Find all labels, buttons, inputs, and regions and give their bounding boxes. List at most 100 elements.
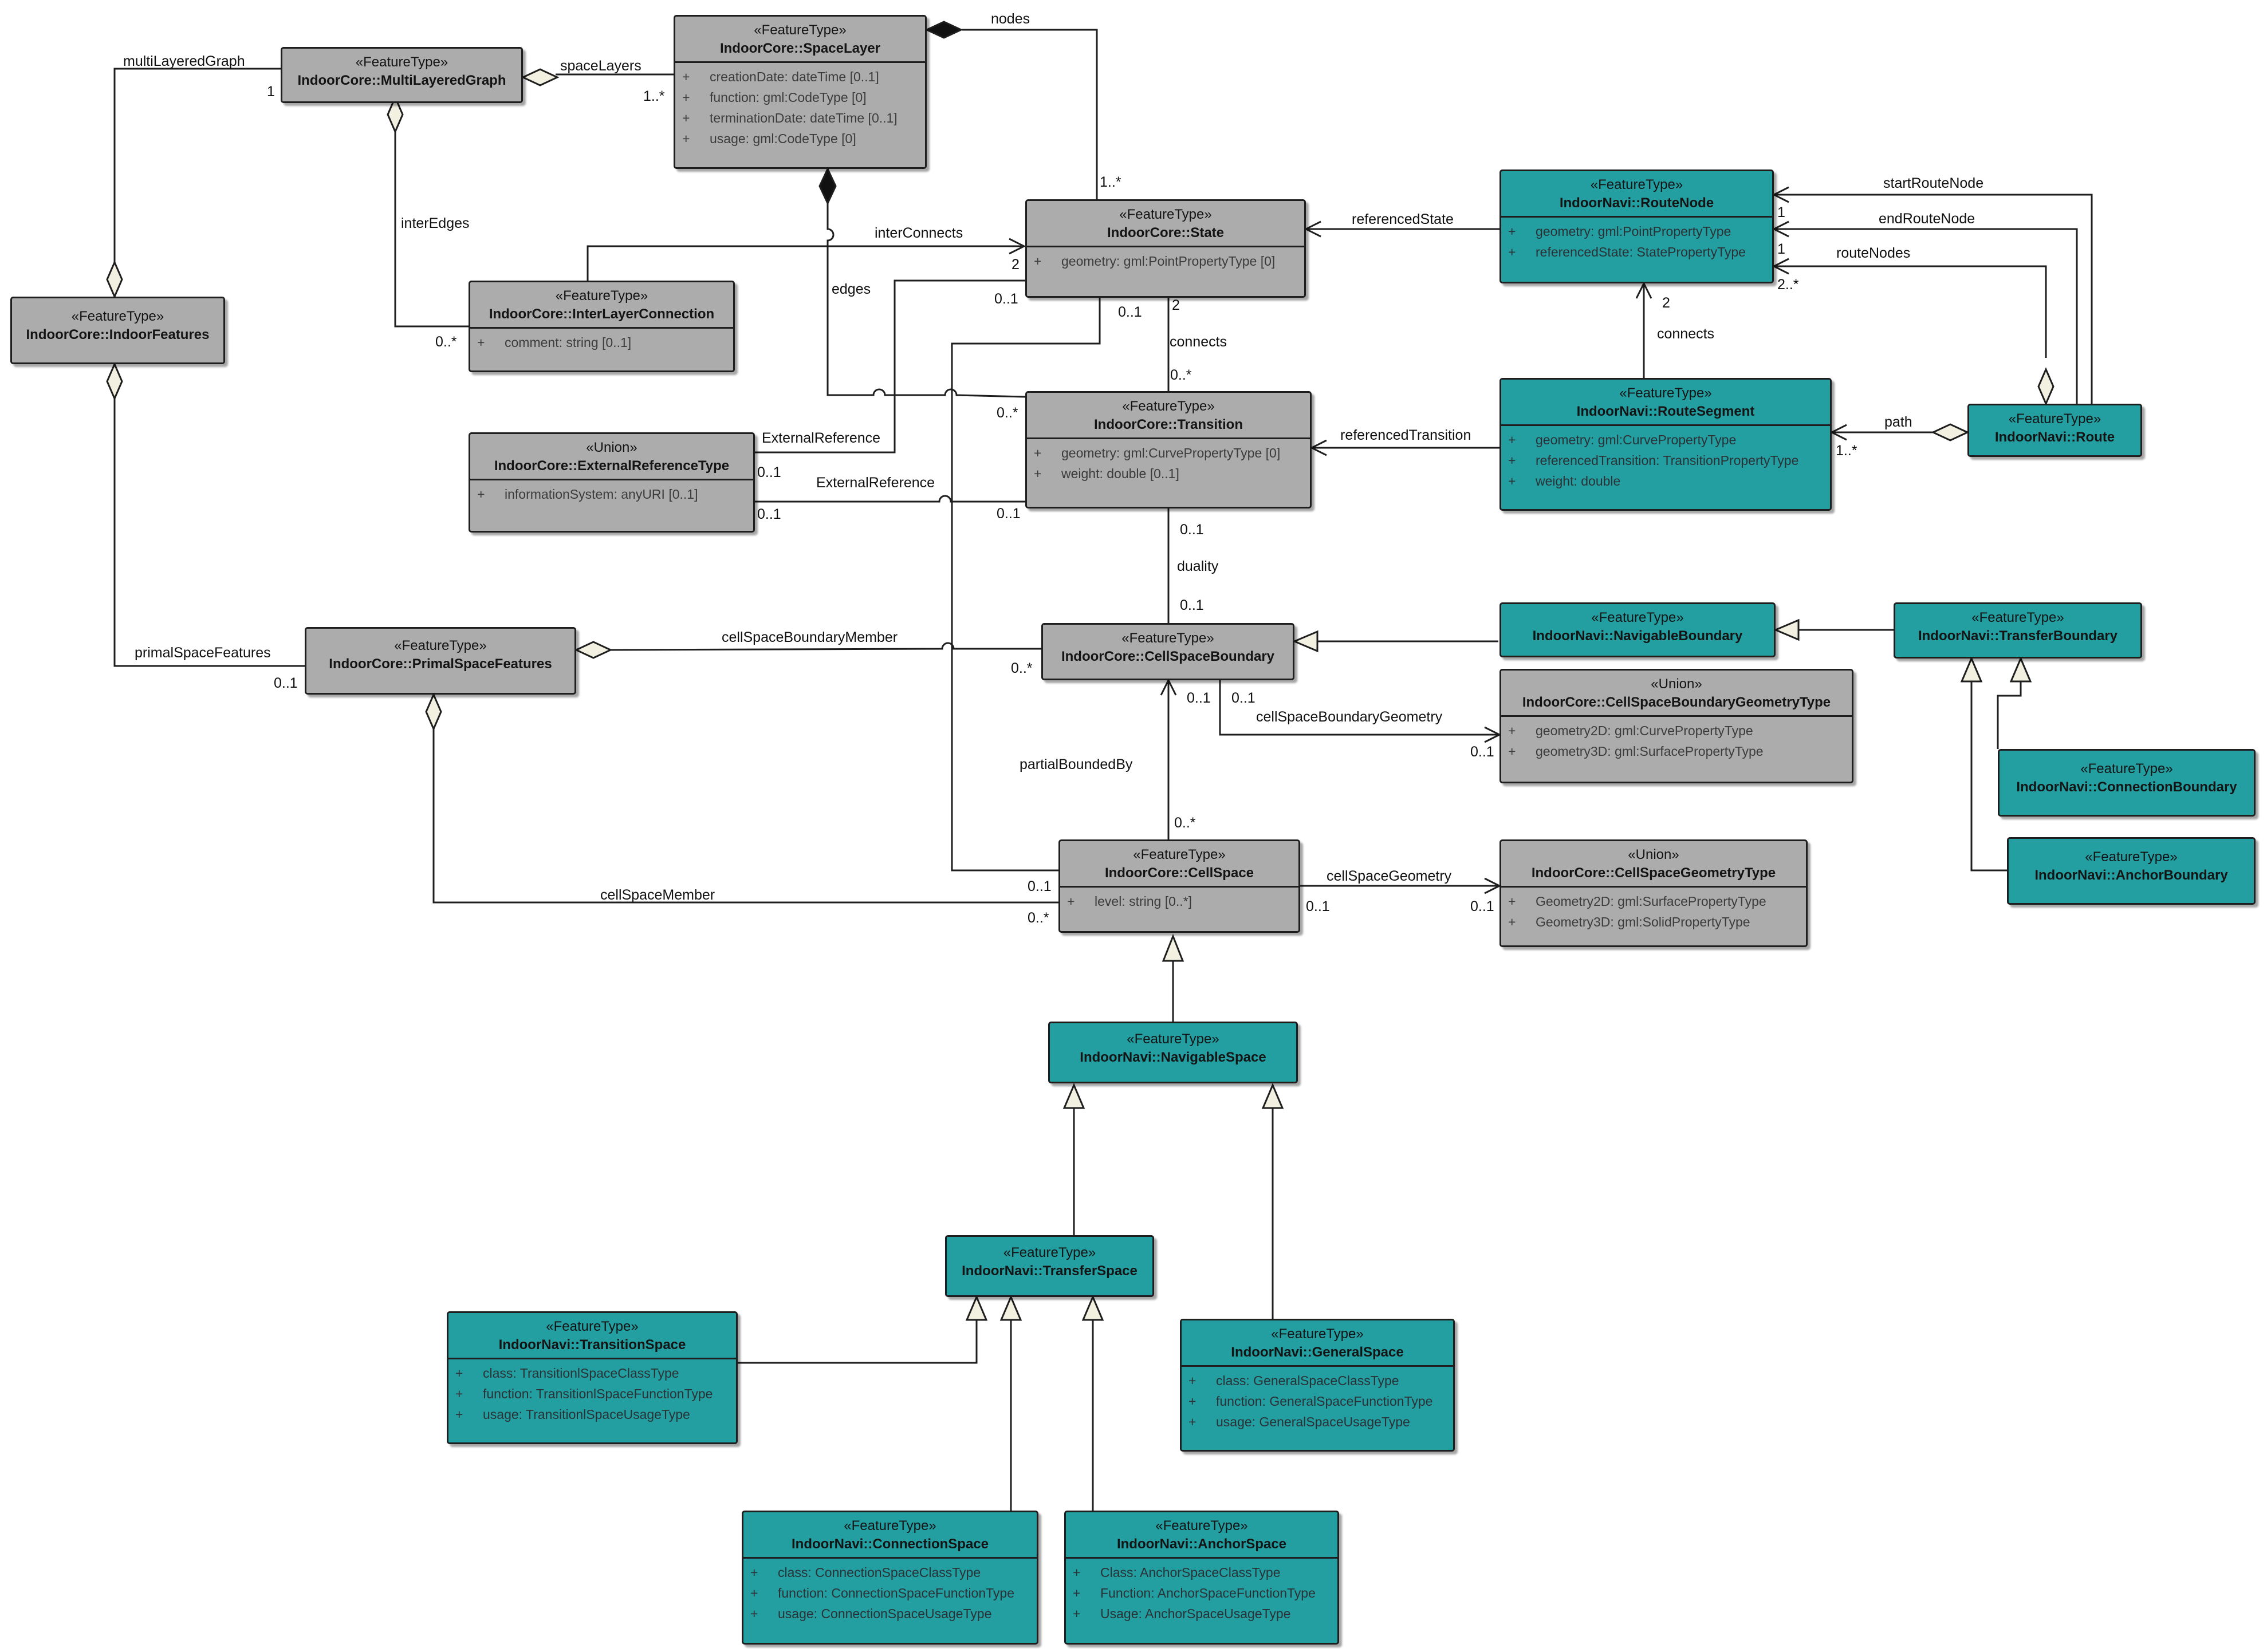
class-cellspaceboundarygeometrytype[interactable]: «Union»IndoorCore::CellSpaceBoundaryGeom…	[1499, 669, 1853, 783]
assoc-label-connects: connects	[1170, 334, 1227, 350]
class-name: IndoorNavi::RouteSegment	[1576, 404, 1755, 419]
assoc-label-referencedstate: referencedState	[1352, 211, 1454, 227]
assoc-label-path: path	[1884, 414, 1912, 430]
class-interlayerconnection[interactable]: «FeatureType»IndoorCore::InterLayerConne…	[469, 281, 735, 372]
assoc-cellspacemember	[432, 729, 1058, 904]
multiplicity: 1	[1777, 241, 1785, 257]
stereotype: «FeatureType»	[1271, 1326, 1364, 1342]
class-connectionboundary[interactable]: «FeatureType»IndoorNavi::ConnectionBound…	[1998, 749, 2256, 817]
multiplicity: 2	[1662, 295, 1670, 311]
class-name: IndoorNavi::NavigableSpace	[1080, 1050, 1266, 1065]
class-transferboundary[interactable]: «FeatureType»IndoorNavi::TransferBoundar…	[1894, 602, 2142, 659]
class-transition[interactable]: «FeatureType»IndoorCore::Transition +geo…	[1025, 391, 1312, 508]
class-spacelayer[interactable]: «FeatureType»IndoorCore::SpaceLayer +cre…	[674, 15, 927, 169]
class-name: IndoorNavi::Route	[1994, 429, 2115, 445]
multiplicity: 0..1	[1028, 878, 1052, 894]
class-externalreferencetype[interactable]: «Union»IndoorCore::ExternalReferenceType…	[469, 432, 755, 533]
generalization-arrow	[999, 1295, 1022, 1321]
class-name: IndoorNavi::GeneralSpace	[1231, 1345, 1404, 1360]
attribute: +Usage: AnchorSpaceUsageType	[1073, 1606, 1291, 1621]
class-cellspacegeometrytype[interactable]: «Union»IndoorCore::CellSpaceGeometryType…	[1499, 839, 1808, 947]
multiplicity: 0..1	[1470, 898, 1494, 914]
attribute: +usage: gml:CodeType [0]	[682, 131, 856, 146]
attribute: +geometry: gml:PointPropertyType [0]	[1034, 254, 1276, 269]
attribute: +referencedState: StatePropertyType	[1508, 245, 1746, 259]
class-routesegment[interactable]: «FeatureType»IndoorNavi::RouteSegment +g…	[1499, 378, 1832, 511]
attribute: +weight: double [0..1]	[1034, 466, 1179, 481]
class-anchorspace[interactable]: «FeatureType»IndoorNavi::AnchorSpace +Cl…	[1064, 1511, 1339, 1645]
attribute: +geometry: gml:CurvePropertyType [0]	[1034, 445, 1281, 460]
stereotype: «FeatureType»	[71, 309, 164, 324]
class-connectionspace[interactable]: «FeatureType»IndoorNavi::ConnectionSpace…	[742, 1511, 1038, 1645]
class-multilayeredgraph[interactable]: «FeatureType»IndoorCore::MultiLayeredGra…	[281, 47, 523, 103]
attribute: +function: GeneralSpaceFunctionType	[1188, 1394, 1433, 1409]
class-name: IndoorCore::Transition	[1094, 417, 1243, 432]
attribute: +comment: string [0..1]	[477, 335, 632, 350]
assoc-label-startroutenode: startRouteNode	[1883, 175, 1984, 191]
assoc-label-interedges: interEdges	[401, 215, 470, 231]
generalization-arrow	[1960, 656, 1983, 683]
stereotype: «FeatureType»	[2080, 761, 2173, 776]
attribute: +Class: AnchorSpaceClassType	[1073, 1565, 1281, 1580]
stereotype: «FeatureType»	[2008, 411, 2101, 427]
assoc-interedges	[394, 129, 469, 328]
attribute: +usage: GeneralSpaceUsageType	[1188, 1414, 1410, 1429]
class-routenode[interactable]: «FeatureType»IndoorNavi::RouteNode +geom…	[1499, 169, 1774, 283]
assoc-cellspaceboundarygeometry	[1219, 676, 1499, 735]
generalization-arrow	[1062, 1083, 1085, 1109]
class-anchorboundary[interactable]: «FeatureType»IndoorNavi::AnchorBoundary	[2007, 837, 2256, 905]
assoc-label-endroutenode: endRouteNode	[1879, 211, 1975, 227]
stereotype: «FeatureType»	[1119, 207, 1212, 222]
stereotype: «Union»	[586, 440, 637, 455]
multiplicity: 0..1	[1231, 690, 1255, 706]
attribute: +Geometry2D: gml:SurfacePropertyType	[1508, 894, 1766, 909]
class-transferspace[interactable]: «FeatureType»IndoorNavi::TransferSpace	[945, 1235, 1154, 1297]
attribute: +terminationDate: dateTime [0..1]	[682, 111, 898, 125]
generalization-arrow	[965, 1295, 988, 1321]
multiplicity: 1..*	[1100, 174, 1121, 190]
aggregation-diamond	[106, 362, 123, 401]
stereotype: «FeatureType»	[394, 638, 487, 653]
class-state[interactable]: «FeatureType»IndoorCore::State +geometry…	[1025, 199, 1306, 298]
attribute: +class: GeneralSpaceClassType	[1188, 1373, 1399, 1388]
class-name: IndoorCore::MultiLayeredGraph	[297, 73, 506, 88]
stereotype: «FeatureType»	[1591, 610, 1684, 625]
assoc-multilayeredgraph	[113, 68, 281, 262]
class-transitionspace[interactable]: «FeatureType»IndoorNavi::TransitionSpace…	[447, 1311, 738, 1444]
class-name: IndoorNavi::NavigableBoundary	[1532, 628, 1743, 644]
class-generalspace[interactable]: «FeatureType»IndoorNavi::GeneralSpace +c…	[1180, 1319, 1455, 1452]
generalization-arrow	[1261, 1083, 1284, 1109]
class-indoorfeatures[interactable]: «FeatureType»IndoorCore::IndoorFeatures	[10, 297, 225, 364]
class-navigableboundary[interactable]: «FeatureType»IndoorNavi::NavigableBounda…	[1499, 602, 1776, 657]
stereotype: «FeatureType»	[1619, 385, 1712, 401]
multiplicity: 0..1	[274, 675, 298, 691]
assoc-label-spacelayers: spaceLayers	[560, 58, 641, 74]
class-name: IndoorNavi::AnchorSpace	[1116, 1536, 1287, 1552]
assoc-edges	[826, 203, 1026, 398]
class-route[interactable]: «FeatureType»IndoorNavi::Route	[1967, 404, 2142, 457]
aggregation-diamond	[521, 68, 560, 86]
stereotype: «FeatureType»	[1003, 1245, 1096, 1260]
multiplicity: 0..1	[1306, 898, 1330, 914]
class-name: IndoorCore::ExternalReferenceType	[494, 458, 730, 474]
assoc-label-cellspaceboundarygeometry: cellSpaceBoundaryGeometry	[1256, 709, 1443, 725]
class-name: IndoorCore::CellSpaceBoundary	[1061, 649, 1275, 664]
assoc-label-externalreference: ExternalReference	[762, 430, 881, 446]
attribute: +class: ConnectionSpaceClassType	[750, 1565, 981, 1580]
assoc-label-interconnects: interConnects	[875, 225, 963, 241]
attribute: +geometry3D: gml:SurfacePropertyType	[1508, 744, 1764, 759]
multiplicity: 0..1	[1187, 690, 1211, 706]
stereotype: «FeatureType»	[1971, 610, 2064, 625]
multiplicity: 0..*	[435, 334, 457, 350]
assoc-label-cellspacegeometry: cellSpaceGeometry	[1327, 868, 1452, 884]
class-name: IndoorCore::CellSpaceBoundaryGeometryTyp…	[1522, 695, 1831, 710]
stereotype: «Union»	[1651, 676, 1702, 692]
class-cellspaceboundary[interactable]: «FeatureType»IndoorCore::CellSpaceBounda…	[1041, 623, 1294, 680]
attribute: +geometry2D: gml:CurvePropertyType	[1508, 723, 1753, 738]
class-navigablespace[interactable]: «FeatureType»IndoorNavi::NavigableSpace	[1048, 1022, 1298, 1083]
stereotype: «FeatureType»	[1121, 630, 1214, 646]
class-primalspacefeatures[interactable]: «FeatureType»IndoorCore::PrimalSpaceFeat…	[305, 627, 576, 695]
class-cellspace[interactable]: «FeatureType»IndoorCore::CellSpace +leve…	[1058, 839, 1300, 933]
multiplicity: 0..1	[1470, 744, 1494, 760]
generalization-line	[1997, 681, 2022, 749]
